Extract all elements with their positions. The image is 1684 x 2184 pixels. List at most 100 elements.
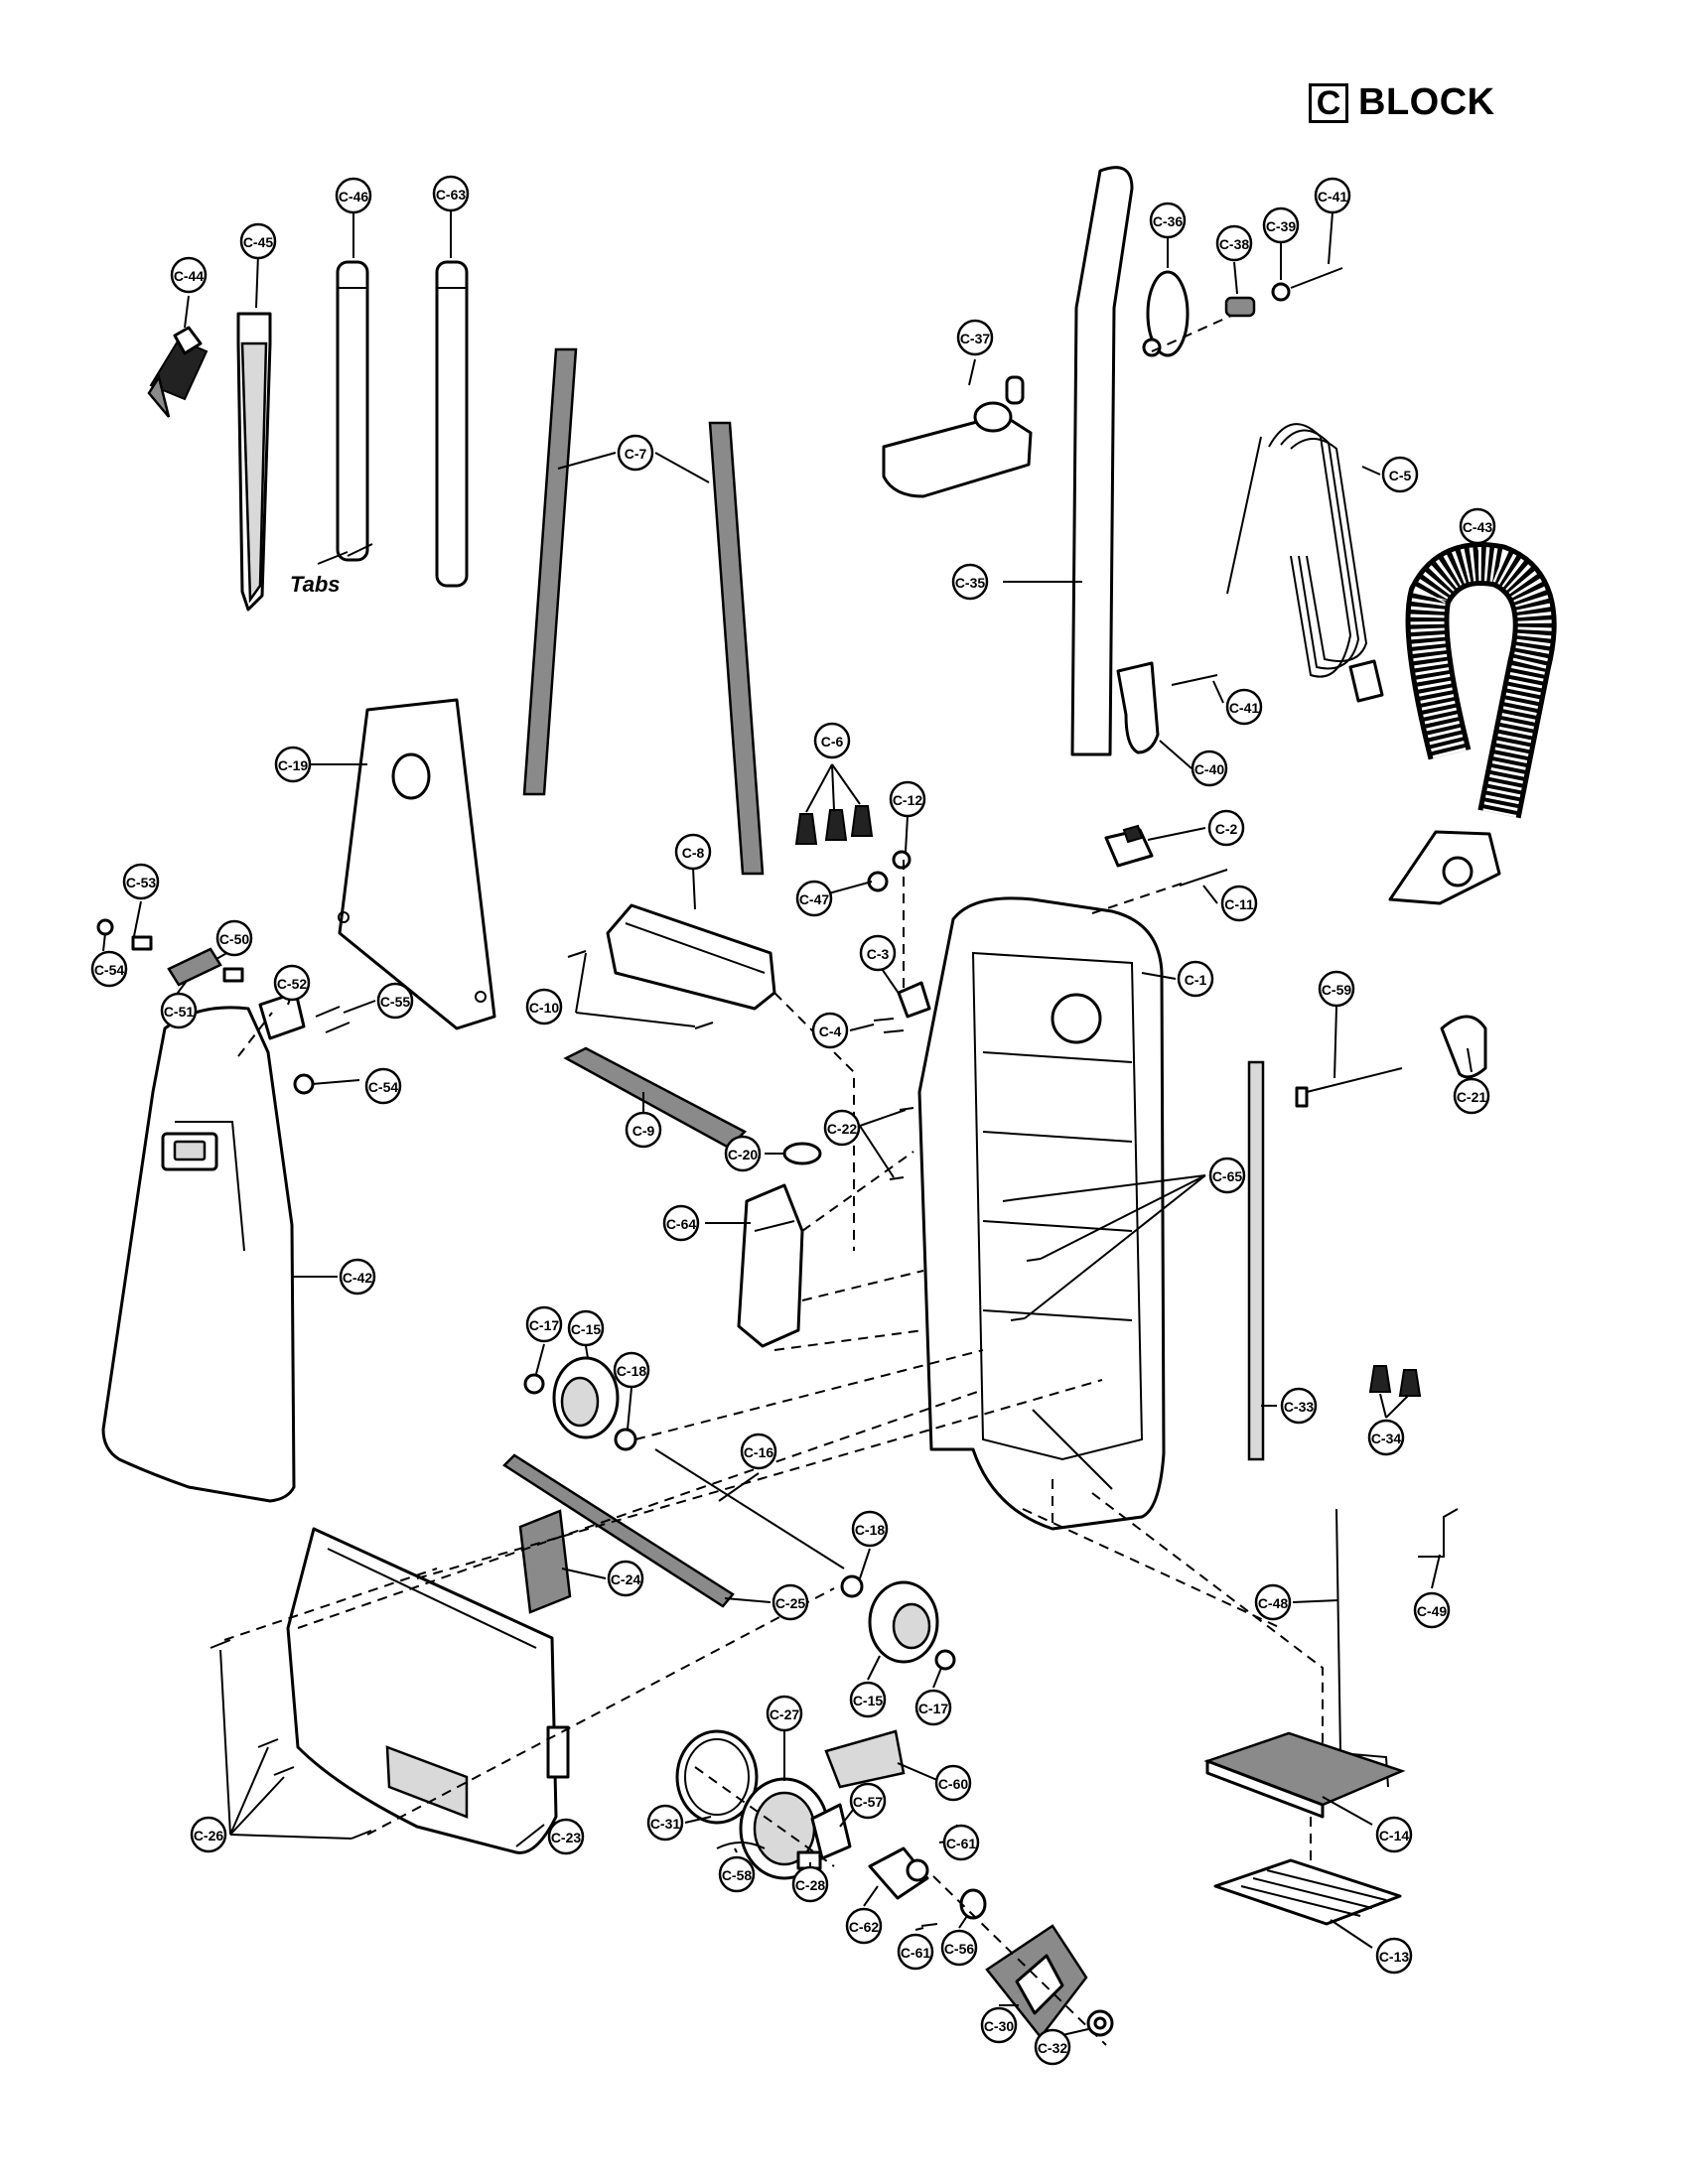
callout-circle: [1208, 1157, 1246, 1194]
callout-label: C-38: [1219, 236, 1250, 252]
callout-c-8: C-8: [674, 833, 712, 871]
callout-label: C-24: [611, 1571, 641, 1587]
callout-c-44: C-44: [170, 256, 208, 294]
spring-c38: [1224, 296, 1256, 318]
cord-guide-c2: [1104, 824, 1154, 868]
callout-label: C-6: [821, 734, 844, 750]
callout-c-6: C-6: [813, 722, 851, 759]
rod-c49: [1418, 1508, 1459, 1558]
callout-c-49: C-49: [1413, 1591, 1451, 1629]
callout-label: C-51: [164, 1004, 195, 1020]
callout-label: C-17: [918, 1701, 949, 1716]
callout-c-25: C-25: [772, 1583, 809, 1621]
callout-label: C-18: [855, 1522, 886, 1538]
callout-c-52: C-52: [273, 964, 311, 1002]
callout-c-48: C-48: [1254, 1583, 1292, 1621]
callout-circle: [1459, 507, 1496, 545]
knob-c54-lower: [293, 1073, 315, 1095]
callout-label: C-33: [1284, 1399, 1315, 1415]
wires-c58: [716, 1842, 766, 1849]
callout-label: C-7: [625, 446, 647, 462]
callout-c-18: C-18: [851, 1510, 889, 1548]
screws-c26: [210, 1639, 372, 1840]
screw-c11: [1179, 869, 1228, 887]
cap-c32: [1086, 2009, 1114, 2037]
wheel-c15-left: [552, 1356, 620, 1439]
callout-label: C-36: [1153, 213, 1184, 229]
callout-c-35: C-35: [951, 563, 989, 601]
block-word: BLOCK: [1358, 81, 1495, 123]
callout-c-43: C-43: [1459, 507, 1496, 545]
callout-c-5: C-5: [1381, 456, 1419, 493]
callout-c-40: C-40: [1191, 750, 1228, 787]
callout-label: C-49: [1417, 1603, 1448, 1619]
callout-circle: [662, 1204, 700, 1242]
callout-circle: [1381, 456, 1419, 493]
callout-circle: [239, 222, 277, 260]
callout-circle: [951, 563, 989, 601]
callout-c-57: C-57: [849, 1782, 887, 1820]
assembly-lines: [223, 315, 1324, 2046]
callout-circle: [674, 833, 712, 871]
callout-circle: [889, 780, 926, 818]
callout-circle: [1254, 1583, 1292, 1621]
callout-label: C-37: [960, 331, 991, 346]
callout-circle: [364, 1067, 402, 1105]
rod-c59: [1295, 1067, 1403, 1108]
callout-label: C-56: [944, 1941, 975, 1957]
callout-circle: [432, 175, 470, 212]
callout-circle: [1453, 1077, 1490, 1115]
callout-circle: [376, 982, 414, 1020]
pad-c60: [824, 1729, 906, 1789]
callout-label: C-4: [819, 1024, 842, 1039]
callout-c-46: C-46: [335, 177, 372, 214]
callout-c-26: C-26: [190, 1816, 227, 1853]
wheel-c15-right: [868, 1580, 939, 1664]
washer-c39: [1271, 282, 1291, 302]
callout-label: C-55: [380, 994, 411, 1010]
block-letter: C: [1309, 82, 1348, 123]
callout-circle: [823, 1109, 861, 1147]
callout-c-36: C-36: [1149, 202, 1187, 239]
cap-c17-left: [523, 1373, 545, 1395]
callout-circle: [1191, 750, 1228, 787]
side-strips-c7: [522, 347, 765, 876]
callout-circle: [1413, 1591, 1451, 1629]
callout-circle: [617, 434, 654, 472]
callout-c-39: C-39: [1262, 206, 1300, 244]
callout-c-58: C-58: [718, 1855, 756, 1893]
callout-circle: [215, 919, 253, 957]
callout-label: C-52: [277, 976, 308, 992]
callout-circle: [956, 319, 994, 356]
callout-label: C-59: [1322, 982, 1352, 998]
callout-label: C-43: [1463, 519, 1493, 535]
front-cover-c42: [101, 1006, 296, 1503]
callout-circle: [718, 1855, 756, 1893]
callout-c-15: C-15: [849, 1681, 887, 1718]
callout-circle: [1375, 1937, 1413, 1975]
hose-c43: [1388, 542, 1557, 905]
callout-circle: [613, 1351, 650, 1389]
callout-label: C-31: [650, 1816, 681, 1832]
callout-c-61: C-61: [942, 1824, 980, 1861]
callout-c-20: C-20: [724, 1135, 762, 1172]
callout-c-37: C-37: [956, 319, 994, 356]
bracket-c64: [737, 1183, 804, 1348]
callout-label: C-13: [1379, 1949, 1410, 1965]
bag-door-c8: [606, 903, 776, 1011]
callout-label: C-61: [946, 1836, 977, 1851]
axle-c16: [654, 1448, 845, 1570]
callout-c-65: C-65: [1208, 1157, 1246, 1194]
callout-c-50: C-50: [215, 919, 253, 957]
callout-label: C-65: [1212, 1168, 1243, 1184]
callout-c-22: C-22: [823, 1109, 861, 1147]
callout-c-13: C-13: [1375, 1937, 1413, 1975]
callout-label: C-44: [174, 268, 205, 284]
extension-wand-c46: [317, 260, 373, 565]
callout-label: C-47: [799, 891, 830, 907]
callout-c-54: C-54: [90, 950, 128, 988]
rear-housing-c1: [917, 896, 1166, 1531]
grille-c13: [1213, 1858, 1402, 1926]
callout-c-11: C-11: [1220, 885, 1258, 922]
